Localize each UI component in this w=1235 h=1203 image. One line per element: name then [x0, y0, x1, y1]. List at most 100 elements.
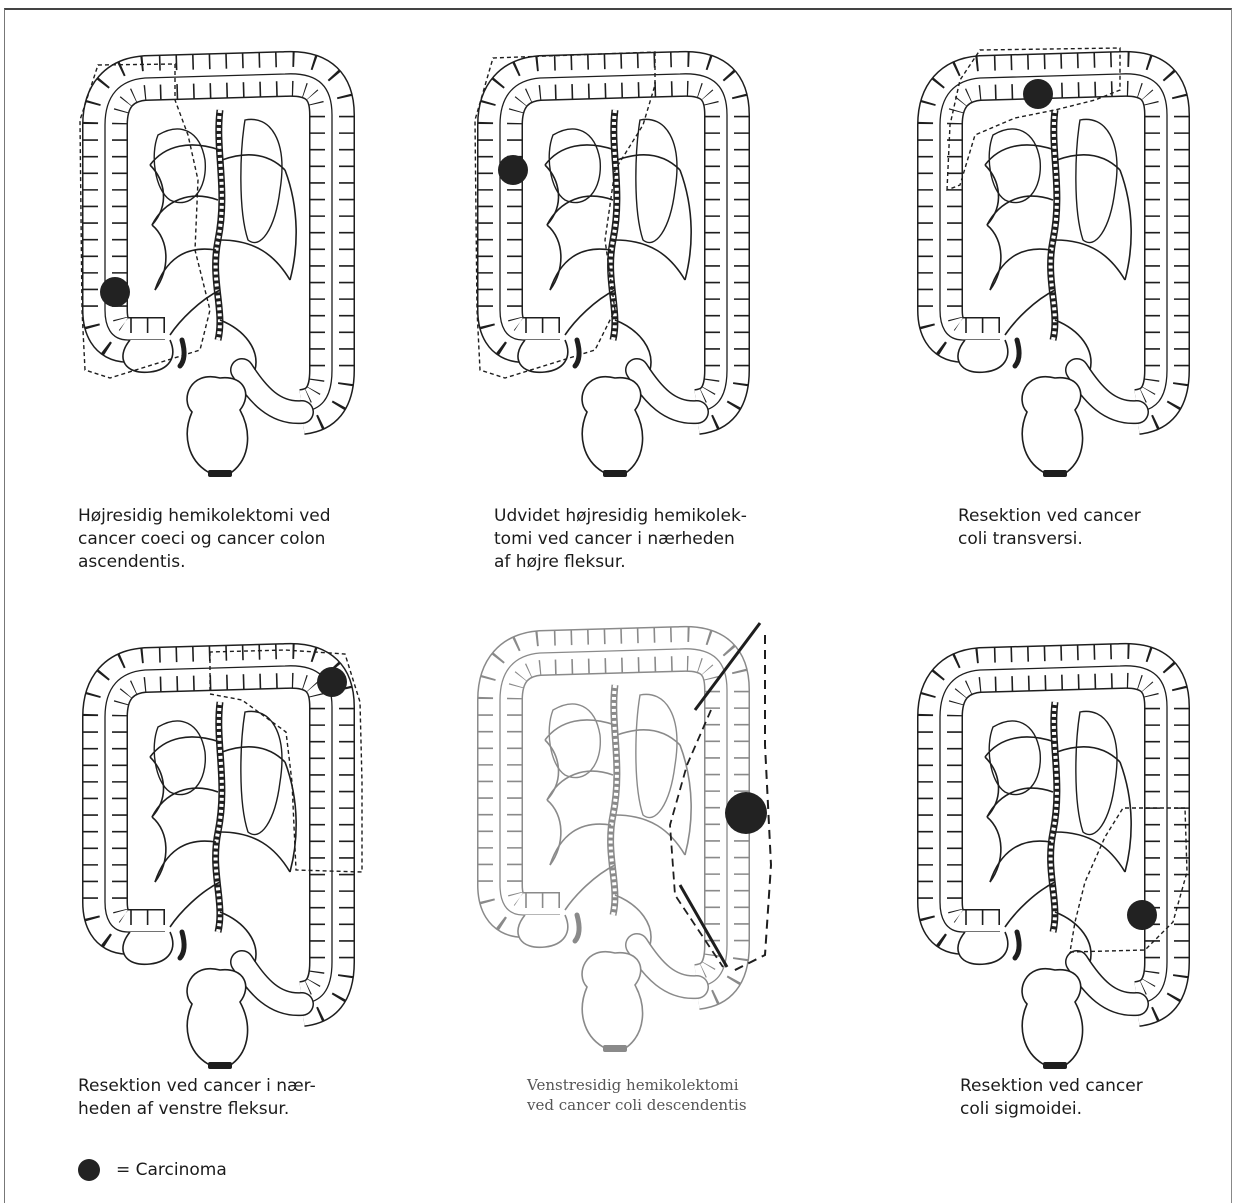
carcinoma-marker [498, 155, 528, 185]
inner-loop [241, 119, 282, 242]
caption-line: Resektion ved cancer [958, 505, 1141, 528]
mesenteric-vessel [170, 882, 220, 927]
panel-left-hemicolectomy [465, 615, 765, 1075]
panel-right-hemicolectomy [70, 40, 370, 500]
mesenteric-vessel [545, 145, 615, 165]
mesenteric-vessel [987, 788, 1053, 817]
panel-splenic-flexure-resection [70, 632, 370, 1092]
inner-loop [989, 721, 1040, 795]
anus [1043, 470, 1067, 477]
mesenteric-vessel [545, 720, 615, 740]
mesenteric-vessel [1055, 240, 1125, 280]
colon-diagram-transverse [905, 40, 1205, 500]
rectum [187, 377, 248, 472]
sigmoid-lumen [1077, 370, 1137, 412]
colon-diagram-splenic-flexure [70, 632, 370, 1092]
mesenteric-vessel [170, 290, 220, 335]
rectum [1022, 969, 1083, 1064]
mesenteric-vessel [985, 737, 1055, 757]
inner-loop [636, 694, 677, 817]
mesenteric-vessel [150, 737, 220, 757]
sigmoid-lumen [637, 370, 697, 412]
sigmoid-lumen [242, 370, 302, 412]
mesenteric-vessel [547, 196, 613, 225]
mesenteric-vessel [1120, 170, 1131, 280]
carcinoma-marker [100, 277, 130, 307]
carcinoma-marker [1127, 900, 1157, 930]
sigmoid-lumen [637, 945, 697, 987]
cecum [958, 932, 1008, 964]
mesenteric-vessel [565, 290, 615, 335]
mesenteric-vessel [152, 788, 218, 817]
mesenteric-vessel [565, 865, 615, 910]
mesenteric-vessel [220, 240, 290, 280]
mesenteric-vessel [615, 815, 685, 855]
colon [105, 74, 332, 477]
mesenteric-vessel [615, 240, 685, 280]
mesenteric-vessel [150, 145, 220, 165]
caption-line: ved cancer coli descendentis [527, 1095, 747, 1115]
mesenteric-vessel [985, 145, 1055, 165]
appendix [575, 340, 579, 366]
appendix [180, 932, 184, 958]
colon [500, 74, 727, 477]
anus [603, 1045, 627, 1052]
colon [105, 666, 332, 1069]
mesenteric-vessel [152, 196, 218, 225]
mesenteric-vessel [987, 196, 1053, 225]
anus [208, 1062, 232, 1069]
carcinoma-marker-icon [78, 1159, 100, 1181]
cecum [518, 915, 568, 947]
caption-line: coli transversi. [958, 528, 1141, 551]
mesenteric-vessel [1057, 747, 1120, 762]
inner-loop [154, 721, 205, 795]
mesenteric-vessel [617, 730, 680, 745]
mesenteric-vessel [222, 747, 285, 762]
sigmoid-lumen [242, 962, 302, 1004]
panel-transverse-resection [905, 40, 1205, 500]
rectum [582, 952, 643, 1047]
sigmoid-lumen [1077, 962, 1137, 1004]
inner-loop [549, 129, 600, 203]
inner-loop [241, 711, 282, 834]
legend-label: = Carcinoma [116, 1160, 227, 1180]
mesenteric-vessel [1055, 832, 1125, 872]
cecum [958, 340, 1008, 372]
inner-loop [549, 704, 600, 778]
anus [208, 470, 232, 477]
caption-transverse-resection: Resektion ved cancer coli transversi. [958, 505, 1141, 551]
colon-diagram-left-hemicolectomy [465, 615, 765, 1075]
inner-loop [636, 119, 677, 242]
colon [500, 649, 727, 1052]
mesenteric-vessel [1057, 155, 1120, 170]
colon [940, 666, 1167, 1069]
inner-loop [989, 129, 1040, 203]
mesenteric-vessel [285, 170, 296, 280]
carcinoma-marker [1023, 79, 1053, 109]
mesenteric-vessel [1120, 762, 1131, 872]
inner-loop [154, 129, 205, 203]
caption-sigmoid-resection: Resektion ved cancer coli sigmoidei. [960, 1075, 1143, 1121]
appendix [180, 340, 184, 366]
mesenteric-vessel [1005, 882, 1055, 927]
caption-line: Resektion ved cancer i nær- [78, 1075, 316, 1098]
inner-loop [1076, 711, 1117, 834]
rectum [1022, 377, 1083, 472]
colon-diagram-sigmoid [905, 632, 1205, 1092]
appendix [575, 915, 579, 941]
mesenteric-vessel [617, 155, 680, 170]
caption-line: Venstresidig hemikolektomi [527, 1075, 747, 1095]
panel-extended-right-hemicolectomy [465, 40, 765, 500]
caption-line: coli sigmoidei. [960, 1098, 1143, 1121]
mesenteric-vessel [547, 771, 613, 800]
caption-splenic-flexure-resection: Resektion ved cancer i nær- heden af ven… [78, 1075, 316, 1121]
anus [1043, 1062, 1067, 1069]
caption-line: Resektion ved cancer [960, 1075, 1143, 1098]
caption-line: tomi ved cancer i nærheden [494, 528, 747, 551]
colon-diagram-right-hemicolectomy [70, 40, 370, 500]
colon [940, 74, 1167, 477]
carcinoma-marker [725, 792, 767, 834]
anus [603, 470, 627, 477]
mesenteric-vessel [222, 155, 285, 170]
caption-left-hemicolectomy: Venstresidig hemikolektomi ved cancer co… [527, 1075, 747, 1115]
